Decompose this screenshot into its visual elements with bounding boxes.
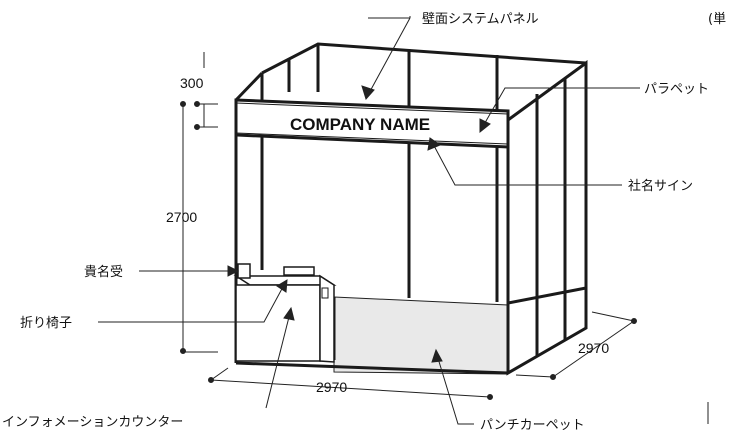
wall-panel-label: 壁面システムパネル [422, 12, 539, 27]
folding-chair [283, 266, 315, 276]
carpet-area [333, 296, 509, 375]
wall-panel-callout [361, 16, 411, 100]
punch-carpet-label: パンチカーペット [480, 418, 585, 433]
height-dimension [180, 52, 218, 354]
parapet-height-label: 300 [180, 75, 204, 91]
folding-chair-callout [98, 279, 288, 323]
company-sign-text: COMPANY NAME [290, 115, 430, 134]
parapet-label: パラペット [644, 82, 709, 97]
unit-note: (単 [708, 11, 726, 27]
company-sign-label: 社名サイン [628, 178, 693, 194]
name-card-holder-callout [139, 265, 240, 277]
depth-label: 2970 [578, 340, 609, 356]
parapet-band [234, 98, 510, 149]
width-label: 2970 [316, 379, 347, 395]
info-counter-callout [265, 306, 295, 409]
company-sign-callout [427, 137, 622, 186]
booth-height-label: 2700 [166, 209, 197, 225]
side-wall [506, 60, 588, 376]
folding-chair-label: 折り椅子 [20, 316, 72, 331]
width-dimension [208, 367, 493, 400]
name-card-holder-label: 貴名受 [84, 264, 123, 280]
info-counter [233, 274, 337, 363]
name-card-holder [237, 263, 251, 279]
parapet-callout [479, 87, 640, 134]
info-counter-label: インフォメーションカウンター [2, 415, 183, 430]
depth-dimension [515, 311, 637, 380]
punch-carpet-callout [431, 348, 474, 425]
